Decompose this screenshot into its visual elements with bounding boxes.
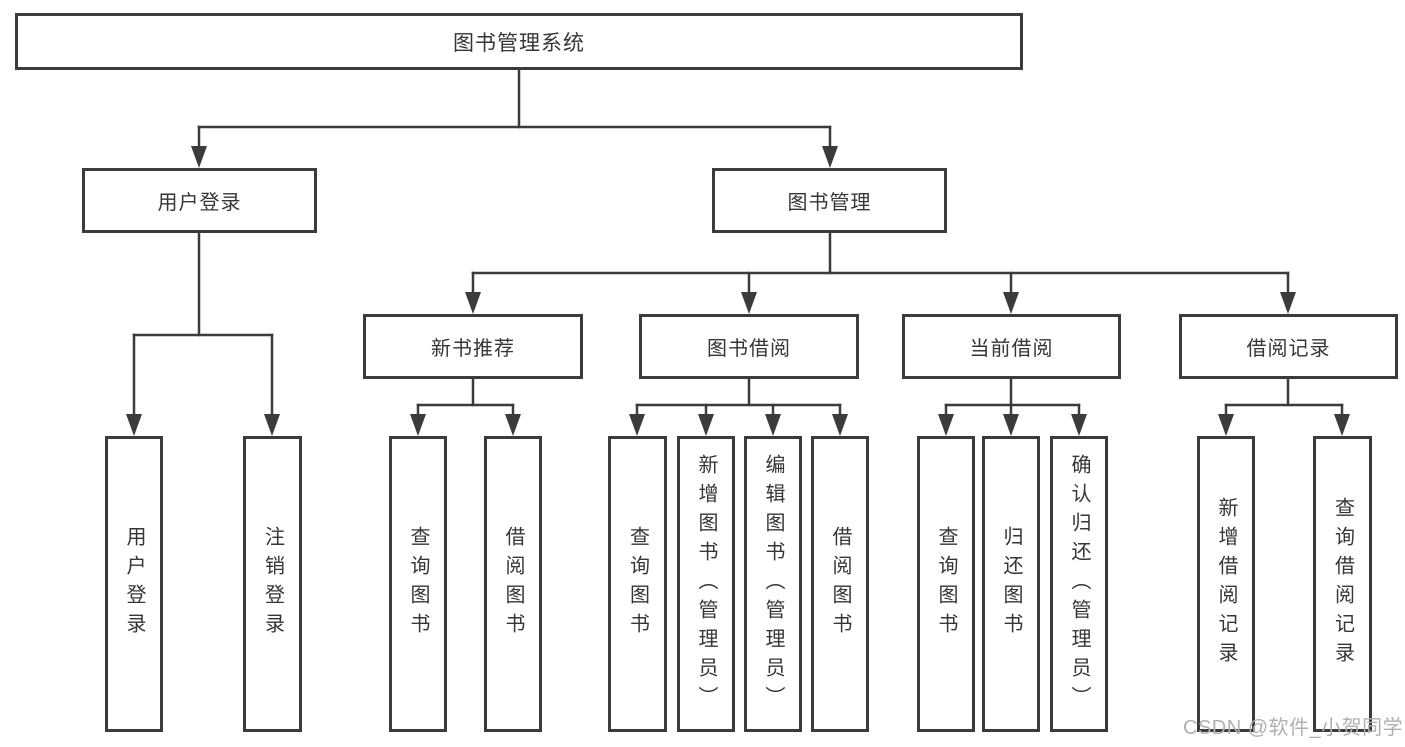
leaf-logout: 注销登录: [243, 436, 302, 732]
leaf-user-login: 用户登录: [105, 436, 163, 732]
node-label: 查询图书: [626, 526, 649, 642]
arrowheads: [126, 146, 1350, 436]
leaf-borrow-books: 借阅图书: [811, 436, 869, 732]
node-root: 图书管理系统: [15, 13, 1023, 70]
node-label: 借阅图书: [502, 526, 524, 642]
node-label: 查询图书: [407, 526, 429, 642]
csdn-watermark: CSDN @软件_小贺同学: [1183, 717, 1404, 739]
leaf-query-books-borrow: 查询图书: [608, 436, 667, 732]
node-label: 用户登录: [123, 526, 145, 642]
leaf-add-borrow-record: 新增借阅记录: [1197, 436, 1255, 732]
node-label: 借阅图书: [829, 526, 851, 642]
node-label: 借阅记录: [1246, 338, 1331, 360]
node-label: 确认归还（管理员）: [1068, 453, 1090, 715]
leaf-add-books-admin: 新增图书（管理员）: [677, 436, 735, 732]
leaf-return-books: 归还图书: [982, 436, 1040, 732]
node-book-management: 图书管理: [712, 168, 947, 233]
leaf-borrow-books-recommend: 借阅图书: [484, 436, 542, 732]
node-label: 归还图书: [1000, 526, 1022, 642]
node-label: 新增图书（管理员）: [695, 453, 717, 715]
node-label: 当前借阅: [969, 338, 1054, 360]
node-label: 图书管理系统: [453, 31, 585, 55]
node-user-login: 用户登录: [82, 168, 317, 233]
leaf-query-borrow-record: 查询借阅记录: [1313, 436, 1372, 732]
node-label: 用户登录: [157, 192, 242, 214]
node-borrow-records: 借阅记录: [1179, 314, 1398, 379]
leaf-query-books-recommend: 查询图书: [389, 436, 447, 732]
node-label: 编辑图书（管理员）: [762, 453, 784, 715]
leaf-edit-books-admin: 编辑图书（管理员）: [744, 436, 802, 732]
node-new-book-recommend: 新书推荐: [363, 314, 583, 379]
node-label: 新增借阅记录: [1215, 497, 1237, 671]
node-label: 图书管理: [787, 192, 872, 214]
node-label: 查询图书: [935, 526, 957, 642]
leaf-confirm-return-admin: 确认归还（管理员）: [1050, 436, 1108, 732]
node-label: 新书推荐: [431, 338, 515, 360]
node-label: 注销登录: [261, 526, 284, 642]
node-current-borrow: 当前借阅: [902, 314, 1121, 379]
node-label: 查询借阅记录: [1331, 497, 1354, 671]
node-book-borrow: 图书借阅: [639, 314, 859, 379]
node-label: 图书借阅: [707, 338, 791, 360]
leaf-query-books-current: 查询图书: [917, 436, 975, 732]
